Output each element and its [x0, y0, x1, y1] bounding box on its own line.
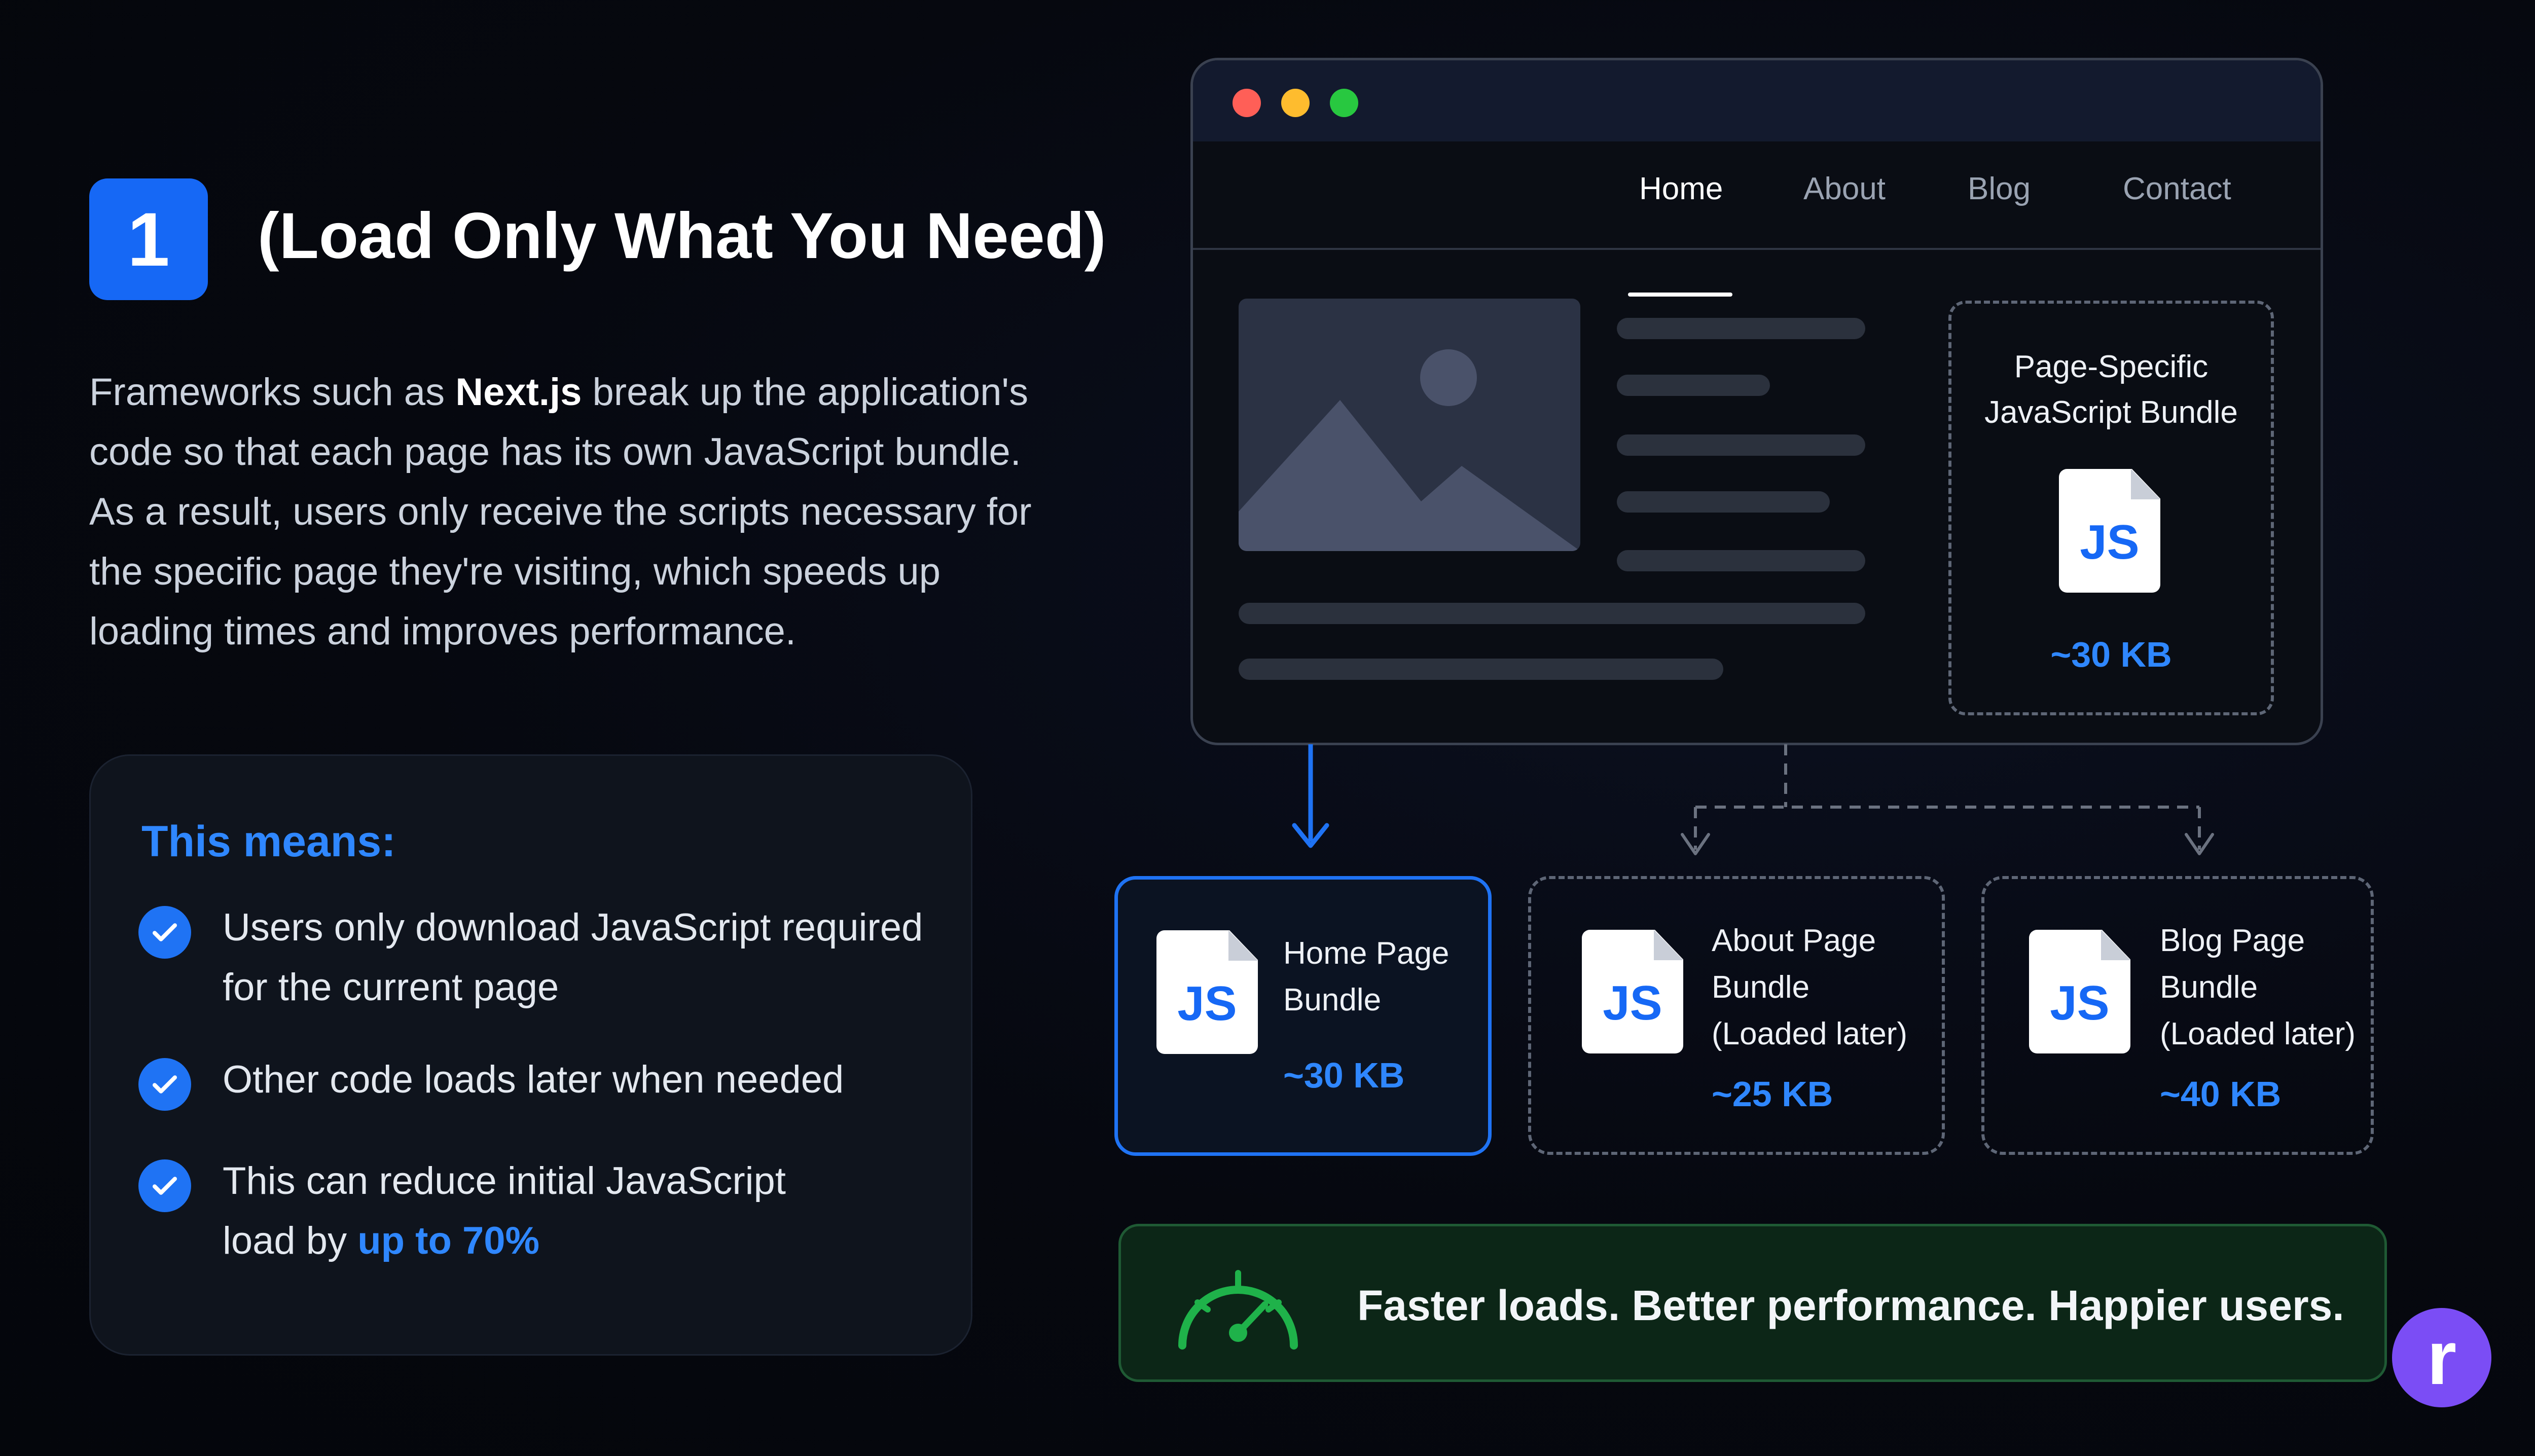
text-placeholder-line [1617, 491, 1830, 513]
means-title: This means: [141, 817, 396, 866]
bundle-label-line1: About Page [1712, 923, 1876, 958]
nav-link-contact[interactable]: Contact [2123, 171, 2231, 206]
check-icon [138, 1159, 191, 1212]
text-placeholder-line [1617, 550, 1865, 571]
minimize-window-dot[interactable] [1281, 89, 1310, 117]
bundle-size: ~25 KB [1712, 1074, 1833, 1114]
page-bundle-title-line2: JavaScript Bundle [1984, 395, 2238, 430]
step-number-badge: 1 [89, 178, 208, 300]
bundle-size: ~40 KB [2160, 1074, 2282, 1114]
intro-text-start: Frameworks such as [89, 371, 456, 414]
means-item-highlight: up to 70% [357, 1219, 540, 1262]
bundle-load-note: (Loaded later) [1712, 1016, 1908, 1051]
intro-paragraph: Frameworks such as Next.js break up the … [89, 362, 1042, 662]
text-placeholder-line [1239, 603, 1865, 624]
intro-text-end: break up the application's code so that … [89, 371, 1032, 653]
bundle-label-line1: Home Page [1283, 936, 1450, 971]
js-file-label: JS [2080, 515, 2140, 569]
bundle-load-note: (Loaded later) [2160, 1016, 2356, 1051]
check-icon [138, 906, 191, 959]
bundle-label-line2: Bundle [2160, 970, 2258, 1005]
site-navbar: Home About Blog Contact [1193, 141, 2321, 297]
speedometer-icon [1170, 1262, 1307, 1353]
bundle-label-line2: Bundle [1283, 982, 1382, 1017]
page-title: (Load Only What You Need) [258, 200, 1106, 272]
bundle-label-line1: Blog Page [2160, 923, 2305, 958]
means-item: This can reduce initial JavaScript load … [223, 1151, 806, 1271]
browser-titlebar [1193, 60, 2321, 141]
js-file-icon: JS [1582, 930, 1683, 1053]
maximize-window-dot[interactable] [1330, 89, 1358, 117]
js-file-label: JS [1177, 976, 1237, 1031]
means-item: Users only download JavaScript required … [223, 906, 923, 1009]
means-item-text: This can reduce initial JavaScript load … [223, 1159, 786, 1262]
means-card: This means: Users only download JavaScri… [89, 754, 972, 1356]
banner-message: Faster loads. Better performance. Happie… [1357, 1282, 2344, 1329]
text-placeholder-line [1617, 434, 1865, 456]
intro-framework-name: Next.js [455, 371, 582, 414]
text-placeholder-line [1617, 318, 1865, 339]
page-bundle-title-line1: Page-Specific [2014, 349, 2208, 384]
nav-link-blog[interactable]: Blog [1968, 171, 2031, 206]
text-placeholder-line [1617, 375, 1770, 396]
page-bundle-size: ~30 KB [2050, 635, 2172, 674]
check-icon [138, 1058, 191, 1111]
nav-link-about[interactable]: About [1803, 171, 1886, 206]
js-file-icon: JS [2059, 469, 2160, 593]
means-item: Other code loads later when needed [223, 1058, 844, 1101]
close-window-dot[interactable] [1233, 89, 1261, 117]
brand-logo: r [2392, 1308, 2491, 1407]
performance-banner: Faster loads. Better performance. Happie… [1118, 1224, 2387, 1382]
text-placeholder-line [1239, 659, 1723, 680]
active-nav-underline [1628, 293, 1732, 297]
js-file-label: JS [1603, 976, 1662, 1030]
bundle-size: ~30 KB [1283, 1055, 1405, 1095]
js-file-icon: JS [2029, 930, 2130, 1053]
js-file-label: JS [2050, 976, 2110, 1030]
nav-link-home[interactable]: Home [1639, 171, 1723, 206]
bundle-label-line2: Bundle [1712, 970, 1810, 1005]
js-file-icon: JS [1156, 930, 1258, 1054]
image-placeholder-icon [1239, 299, 1580, 551]
